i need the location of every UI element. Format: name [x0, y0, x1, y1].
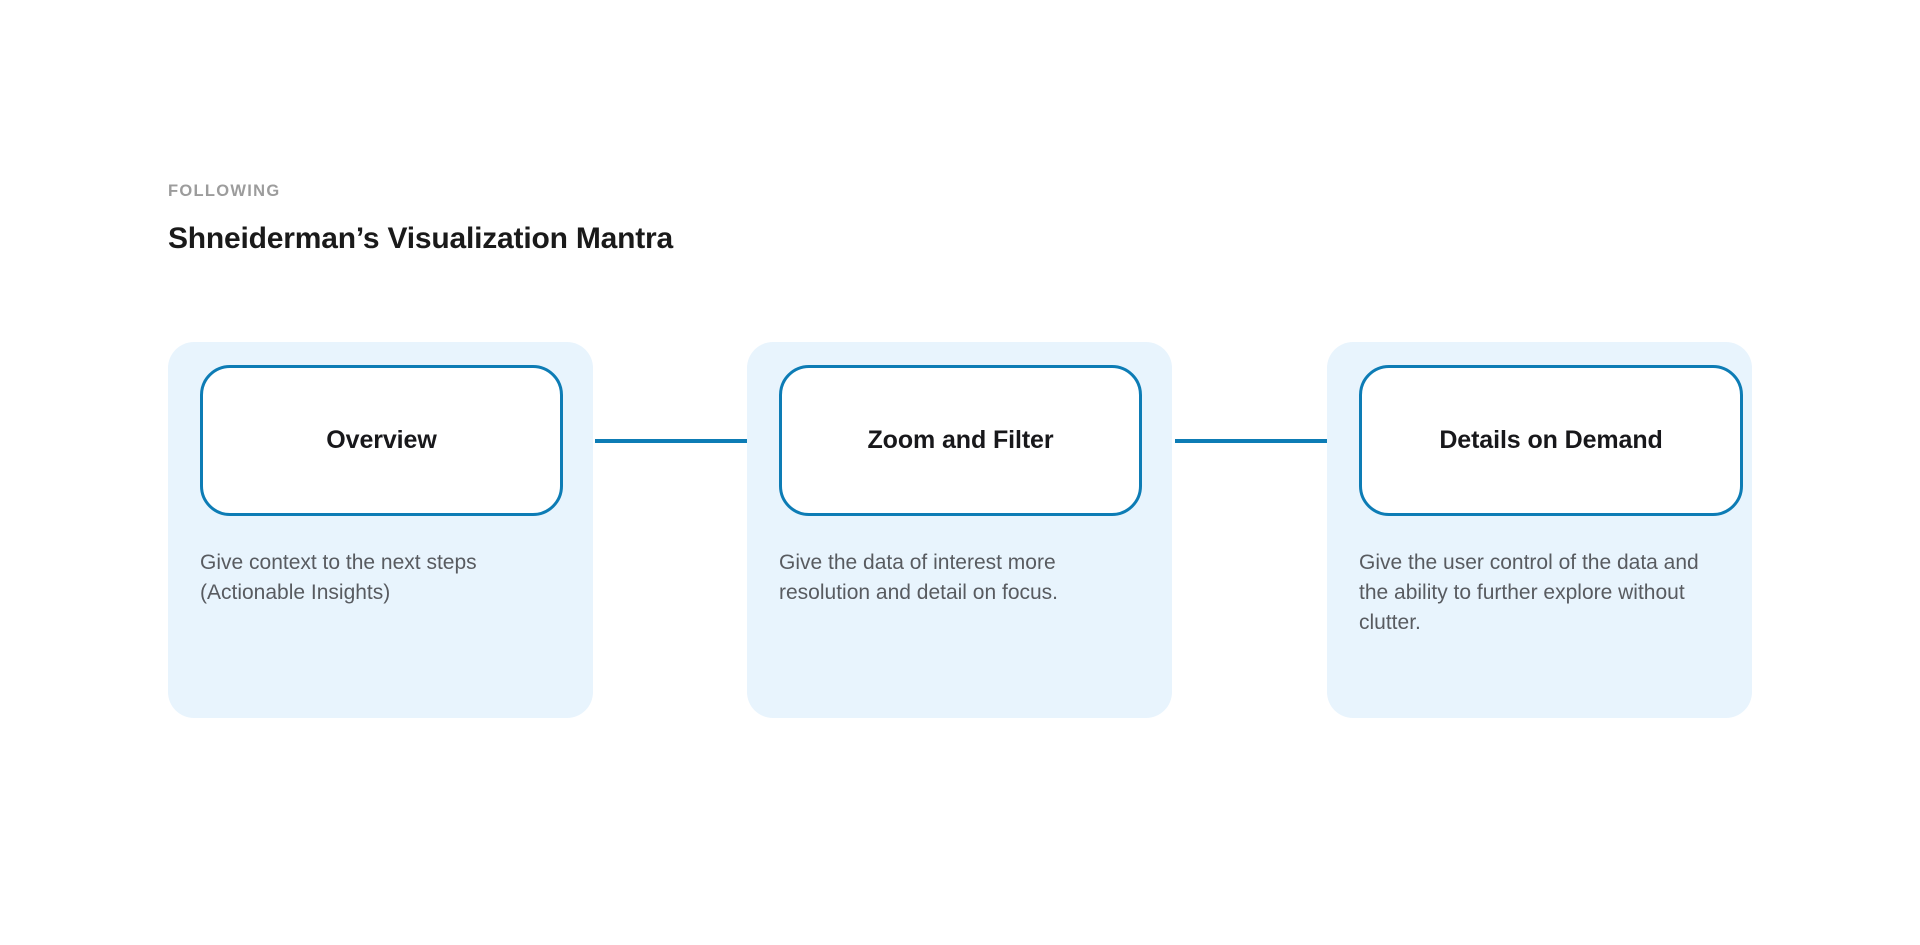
page-title: Shneiderman’s Visualization Mantra: [168, 222, 674, 256]
flow-step-zoom-and-filter[interactable]: Zoom and Filter Give the data of interes…: [747, 342, 1172, 718]
flow-step-overview-box[interactable]: Overview: [200, 365, 563, 516]
flow-step-details-on-demand-label: Details on Demand: [1439, 426, 1663, 454]
connector-2-3-icon: [1175, 439, 1327, 443]
flow-step-zoom-and-filter-box[interactable]: Zoom and Filter: [779, 365, 1142, 516]
eyebrow-label: FOLLOWING: [168, 182, 281, 200]
mantra-flow-diagram: Overview Give context to the next steps …: [168, 342, 1752, 718]
connector-1-2-icon: [595, 439, 747, 443]
header: FOLLOWING Shneiderman’s Visualization Ma…: [168, 182, 1368, 257]
flow-step-overview-description: Give context to the next steps (Actionab…: [200, 551, 477, 604]
flow-step-details-on-demand[interactable]: Details on Demand Give the user control …: [1327, 342, 1752, 718]
flow-step-details-on-demand-box[interactable]: Details on Demand: [1359, 365, 1743, 516]
flow-step-zoom-and-filter-description: Give the data of interest more resolutio…: [779, 551, 1059, 604]
flow-step-zoom-and-filter-label: Zoom and Filter: [867, 426, 1054, 454]
flow-step-details-on-demand-description: Give the user control of the data and th…: [1359, 551, 1699, 634]
flow-step-overview[interactable]: Overview Give context to the next steps …: [168, 342, 593, 718]
flow-step-overview-label: Overview: [326, 426, 437, 454]
